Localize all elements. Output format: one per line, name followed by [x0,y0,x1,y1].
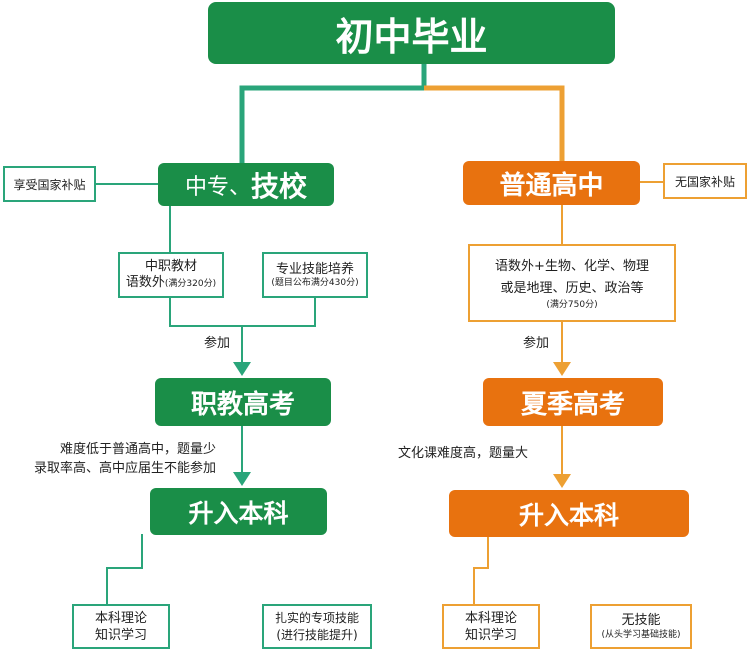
left-skills-score: (题目公布满分430分) [271,278,359,288]
right-title-label: 普通高中 [499,170,604,201]
right-result-label: 升入本科 [518,500,619,530]
left-exam-note-line1: 难度低于普通高中，题量少 [59,442,216,457]
connector-root-right [424,85,565,163]
connector-left-leaves [106,534,143,604]
right-leaf-skills-line1: 无技能 [621,613,661,628]
left-side-note-label: 享受国家补贴 [13,177,86,192]
arrowhead-right-exam [553,362,571,376]
left-result-label: 升入本科 [188,498,289,528]
right-subjects-line2: 或是地理、历史、政治等 [500,280,644,296]
left-skills-box: 专业技能培养 (题目公布满分430分) [262,252,368,298]
arrowhead-left-exam [233,362,251,376]
right-subjects-box: 语数外+生物、化学、物理 或是地理、历史、政治等 (满分750分) [468,244,676,322]
connector-right-leaves [473,536,489,604]
root-node: 初中毕业 [208,2,615,64]
left-exam-label: 职教高考 [190,389,295,420]
left-exam-note: 难度低于普通高中，题量少 录取率高、高中应届生不能参加 [34,440,216,478]
right-title-node: 普通高中 [463,161,640,205]
right-exam-label: 夏季高考 [520,389,625,420]
left-exam-node: 职教高考 [155,378,331,426]
right-join-label: 参加 [523,336,550,351]
root-label: 初中毕业 [335,14,488,59]
right-subjects-line1: 语数外+生物、化学、物理 [495,258,649,274]
left-curriculum-score: (满分320分) [164,279,217,289]
left-leaf-theory-line1: 本科理论 [94,610,147,626]
right-leaf-theory-line1: 本科理论 [464,610,517,626]
left-result-node: 升入本科 [150,488,327,535]
left-curriculum-box: 中职教材 语数外(满分320分) [118,252,224,298]
left-leaf-skills-line1: 扎实的专项技能 [274,610,359,625]
left-title-node: 中专、 技校 [158,163,334,206]
left-curriculum-line2-row: 语数外(满分320分) [126,275,216,291]
left-title-main: 技校 [251,169,308,203]
left-leaf-theory: 本科理论 知识学习 [72,604,170,649]
arrowhead-left-result [233,472,251,486]
left-curriculum-line1: 中职教材 [144,259,197,274]
left-exam-note-line2: 录取率高、高中应届生不能参加 [33,461,216,476]
left-join-label: 参加 [204,336,231,351]
left-title-prefix: 中专、 [184,174,251,200]
right-exam-note: 文化课难度高，题量大 [398,446,529,461]
left-leaf-skills-line2: (进行技能提升) [276,627,358,642]
left-leaf-skills: 扎实的专项技能 (进行技能提升) [262,604,372,649]
right-side-note: 无国家补贴 [663,163,747,199]
left-skills-line1: 专业技能培养 [275,262,354,277]
arrowhead-right-result [553,474,571,488]
connector-left-join [169,296,316,327]
right-leaf-skills-line2: (从头学习基础技能) [601,630,681,640]
left-side-note: 享受国家补贴 [3,166,96,202]
right-result-node: 升入本科 [449,490,689,537]
connector-root-left [239,62,427,163]
right-exam-node: 夏季高考 [483,378,663,426]
right-side-note-label: 无国家补贴 [674,174,735,189]
left-leaf-theory-line2: 知识学习 [94,627,147,643]
right-subjects-score: (满分750分) [546,299,598,310]
right-leaf-theory-line2: 知识学习 [464,627,517,643]
right-leaf-theory: 本科理论 知识学习 [442,604,540,649]
right-leaf-skills: 无技能 (从头学习基础技能) [590,604,692,649]
left-curriculum-line2: 语数外 [125,275,165,290]
